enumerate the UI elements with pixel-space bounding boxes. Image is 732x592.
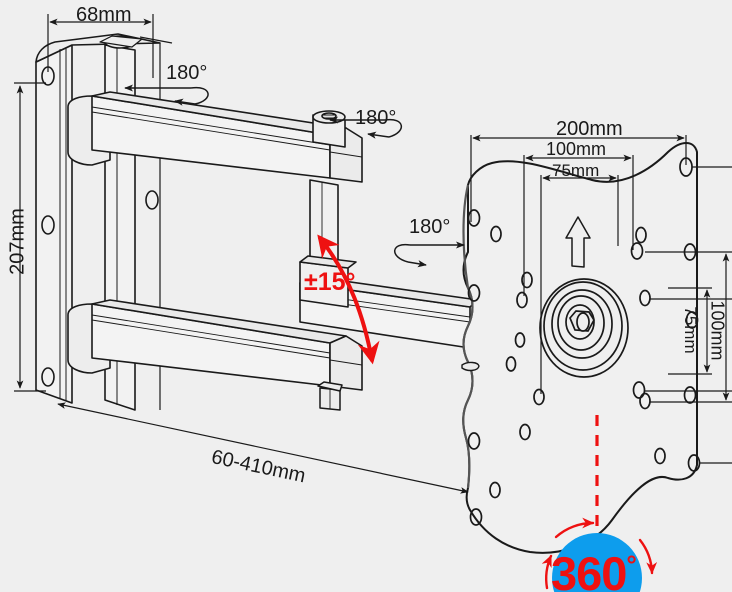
rotation-badge [541, 415, 658, 592]
label-75mm-horizontal: 75mm [552, 161, 600, 180]
label-swivel-top: 180° [166, 62, 208, 84]
wall-plate-holes [41, 66, 55, 387]
label-75mm-vertical: 75mm [681, 306, 700, 354]
dim-68mm [47, 14, 154, 78]
hinge-column-hole [145, 190, 159, 210]
vesa-holes [467, 157, 701, 526]
dim-75mm-vertical [668, 287, 712, 375]
label-207mm: 207mm [6, 208, 29, 275]
rotation-badge-value: 360 [551, 547, 627, 592]
upper-arm [67, 91, 363, 183]
swivel-arc-top [124, 84, 209, 106]
dim-75mm-horizontal [540, 174, 619, 394]
lower-joint-bolt [317, 381, 343, 411]
swivel-arc-plate [394, 241, 465, 268]
dim-100mm-horizontal [523, 154, 634, 296]
label-swivel-plate: 180° [409, 216, 451, 238]
dim-60-410mm [57, 402, 469, 494]
label-68mm: 68mm [76, 4, 132, 26]
vesa-leader-lines [645, 166, 732, 464]
tilt-arrow [317, 234, 380, 365]
dim-200mm [470, 134, 687, 222]
rotation-badge-degree: ° [626, 549, 636, 580]
swivel-arc-mid [329, 116, 402, 139]
vesa-side-tab [461, 361, 480, 372]
label-swivel-mid: 180° [355, 107, 397, 129]
label-200mm: 200mm [556, 118, 623, 140]
rotation-arrows [541, 517, 658, 590]
dim-207mm [14, 82, 46, 392]
label-100mm-horizontal: 100mm [546, 139, 607, 159]
pivot-disc [539, 278, 629, 378]
orientation-up-arrow [565, 216, 591, 268]
label-tilt-15: ±15° [304, 268, 356, 296]
rotation-badge-label: 360° [551, 546, 637, 592]
label-100mm-vertical: 100mm [707, 300, 728, 361]
rotation-badge-disc [552, 533, 642, 592]
